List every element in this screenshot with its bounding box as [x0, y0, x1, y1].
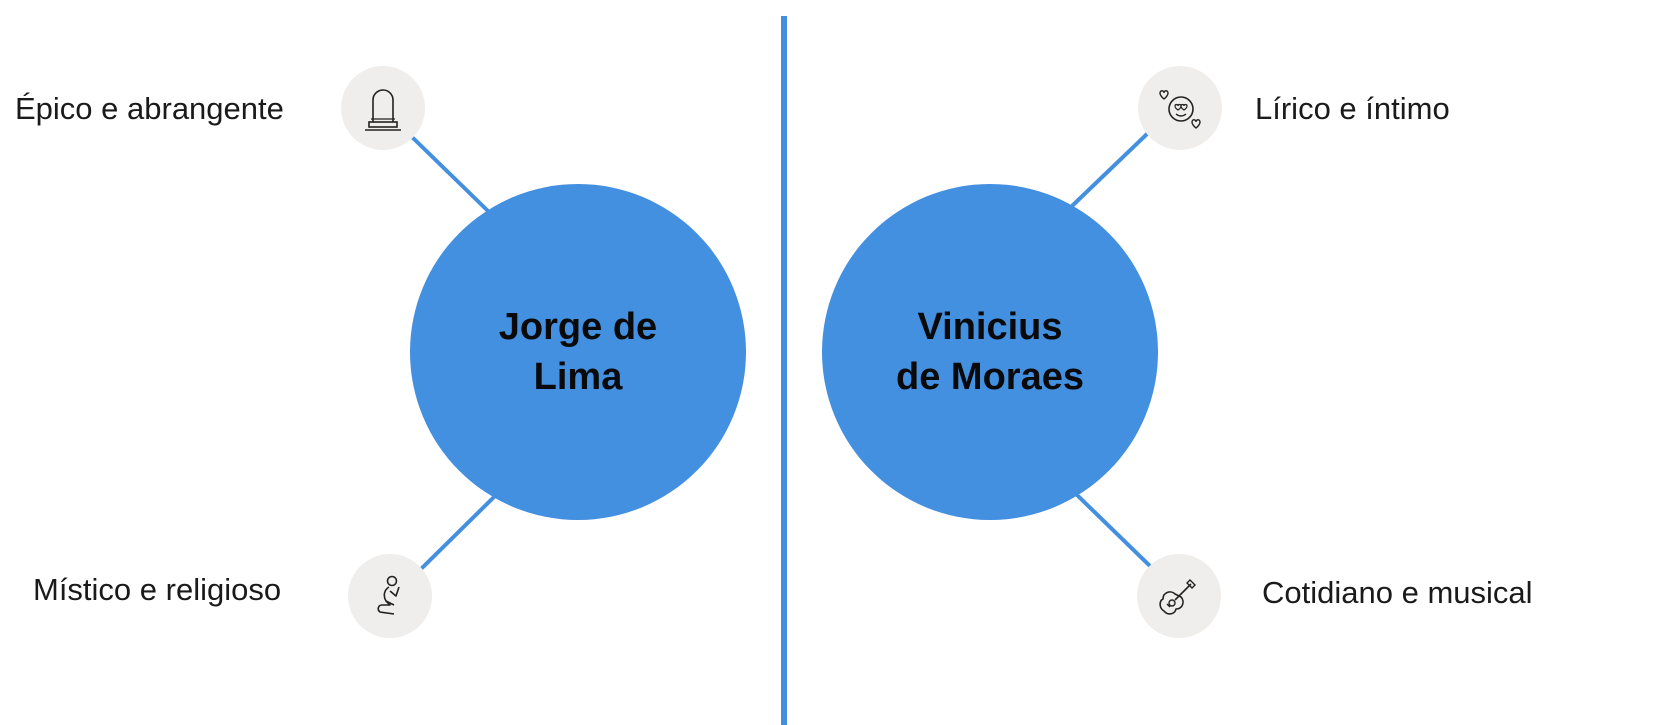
trait-badge-epico: [341, 66, 425, 150]
connector-mistico: [418, 494, 497, 572]
author-name-left: Jorge de Lima: [498, 306, 658, 398]
face-with-hearts-icon: [1159, 90, 1201, 129]
connector-lirico: [1070, 131, 1150, 208]
kneeling-person-praying-icon: [377, 575, 400, 615]
trait-badge-lirico: [1138, 66, 1222, 150]
connector-epico: [410, 135, 490, 213]
trait-label-lirico: Lírico e íntimo: [1255, 91, 1450, 126]
author-circle-vinicius-de-moraes: Vinicius de Moraes: [822, 184, 1158, 520]
trait-badge-mistico: [348, 554, 432, 638]
trait-label-mistico: Místico e religioso: [33, 572, 282, 607]
connector-cotidiano: [1074, 492, 1152, 568]
author-name-right: Vinicius de Moraes: [896, 306, 1084, 398]
trait-label-cotidiano: Cotidiano e musical: [1262, 575, 1533, 610]
center-divider: [781, 16, 787, 725]
guitar-icon: [1159, 579, 1196, 615]
trait-badge-cotidiano: [1137, 554, 1221, 638]
tombstone-icon: [365, 89, 401, 131]
trait-label-epico: Épico e abrangente: [15, 91, 284, 126]
author-circle-jorge-de-lima: Jorge de Lima: [410, 184, 746, 520]
